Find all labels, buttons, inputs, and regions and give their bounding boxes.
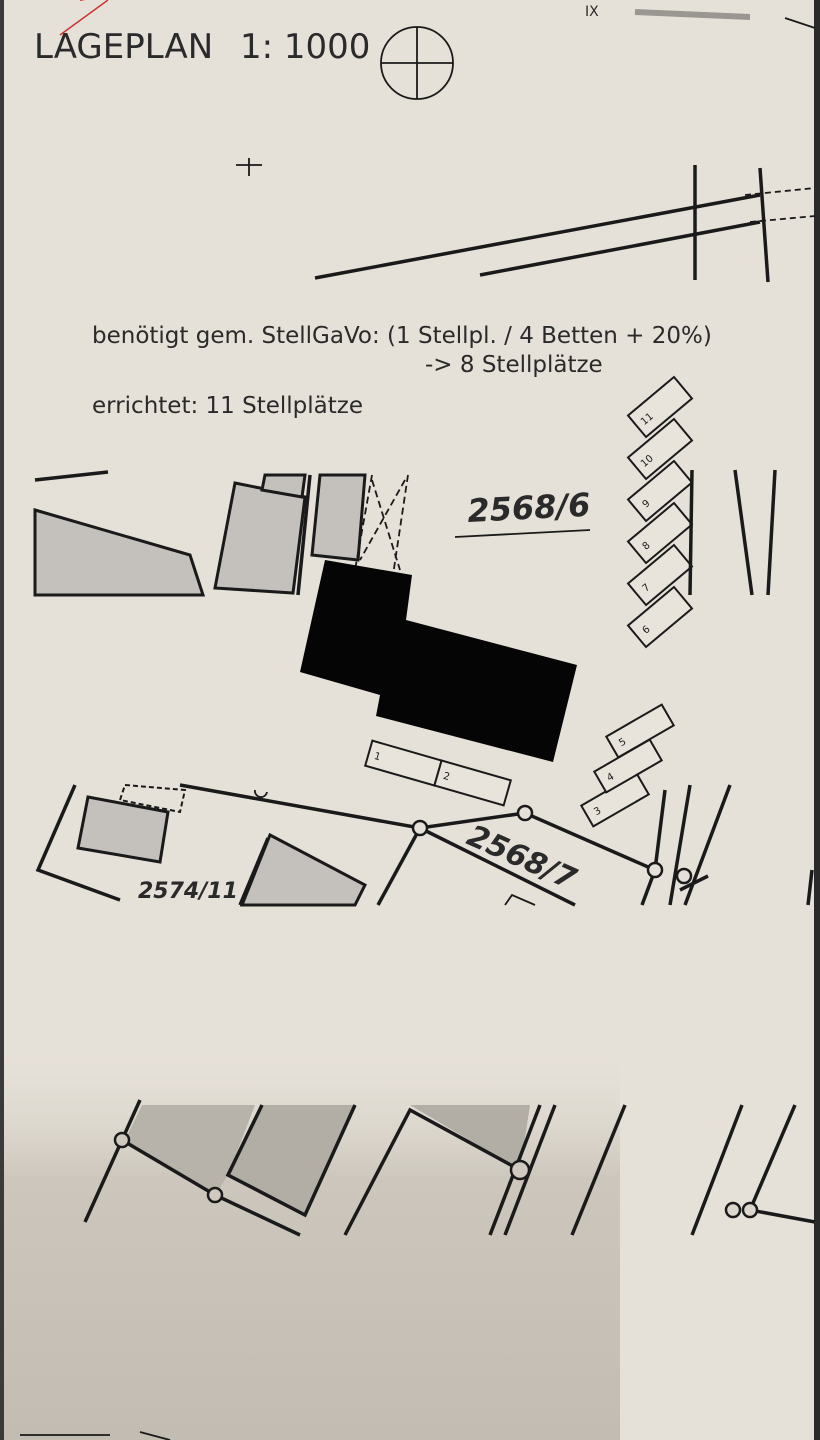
parcel-boundaries — [35, 783, 814, 907]
svg-text:4: 4 — [605, 771, 616, 784]
north-arrow-icon — [380, 26, 454, 100]
red-mark — [59, 0, 109, 36]
svg-text:8: 8 — [641, 540, 653, 553]
svg-text:7: 7 — [641, 582, 653, 595]
note-built: errichtet: 11 Stellplätze — [92, 393, 363, 419]
left-edge — [0, 0, 4, 1440]
svg-text:5: 5 — [617, 736, 628, 749]
note-required: benötigt gem. StellGaVo: (1 Stellpl. / 4… — [92, 323, 712, 349]
svg-text:9: 9 — [641, 498, 653, 511]
svg-text:3: 3 — [592, 805, 603, 818]
lower-plan-section — [20, 1099, 816, 1440]
parking-row-1-2: 1 2 — [363, 739, 513, 807]
right-edge — [814, 0, 820, 1440]
parcel-label: 2568/6 — [466, 486, 591, 530]
parking-row-3-5: 3 4 5 — [579, 703, 676, 828]
plan-title: LAGEPLAN — [34, 27, 213, 67]
main-building — [300, 560, 577, 762]
svg-text:1: 1 — [373, 751, 382, 763]
svg-text:6: 6 — [641, 624, 653, 637]
svg-text:2: 2 — [442, 771, 451, 783]
parking-row-6-11: 6 7 8 9 10 11 — [626, 375, 694, 649]
neighbor-buildings — [33, 470, 409, 597]
shadow — [0, 1040, 620, 1440]
top-marks: IX — [585, 4, 599, 20]
note-required-result: -> 8 Stellplätze — [425, 352, 603, 378]
plan-scale: 1: 1000 — [240, 27, 370, 67]
parcel-label: 2574/11 — [138, 879, 238, 904]
